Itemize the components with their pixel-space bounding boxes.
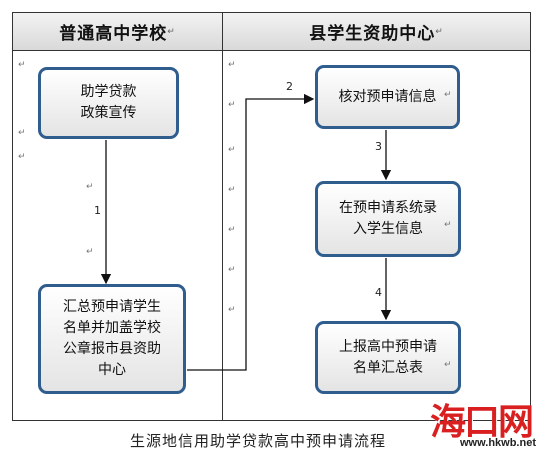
paragraph-mark: ↵ xyxy=(18,60,26,70)
paragraph-mark: ↵ xyxy=(167,26,176,37)
paragraph-mark: ↵ xyxy=(228,225,236,235)
box-text-line: 名单汇总表 xyxy=(353,359,423,376)
paragraph-mark: ↵ xyxy=(86,182,94,192)
arrow-2 xyxy=(187,93,315,371)
paragraph-mark: ↵ xyxy=(444,90,452,100)
paragraph-mark: ↵ xyxy=(444,220,452,230)
paragraph-mark: ↵ xyxy=(228,305,236,315)
paragraph-mark: ↵ xyxy=(18,128,26,138)
diagram-caption: 生源地信用助学贷款高中预申请流程 xyxy=(130,432,387,450)
box-policy-publicity: 助学贷款 政策宣传 xyxy=(38,67,179,139)
column-title-school: 普通高中学校 xyxy=(59,24,168,44)
box-text-line: 助学贷款 xyxy=(80,84,137,100)
paragraph-mark: ↵ xyxy=(86,247,94,257)
box-text-line: 入学生信息 xyxy=(353,221,423,237)
step-label-4: 4 xyxy=(375,286,382,299)
step-label-3: 3 xyxy=(375,140,382,153)
column-title-center: 县学生资助中心 xyxy=(309,24,436,44)
box-text-line: 政策宣传 xyxy=(80,105,137,121)
paragraph-mark: ↵ xyxy=(18,152,26,162)
box-text-line: 核对预申请信息 xyxy=(338,88,437,105)
column-header-center: 县学生资助中心↵ xyxy=(223,13,530,51)
box-text-line: 名单并加盖学校 xyxy=(63,320,161,336)
box-text-line: 公章报市县资助 xyxy=(63,341,161,357)
column-header-school: 普通高中学校↵ xyxy=(13,13,222,51)
box-verify-info: 核对预申请信息 xyxy=(315,65,460,129)
paragraph-mark: ↵ xyxy=(444,360,452,370)
box-text-line: 中心 xyxy=(98,362,126,378)
watermark-url: www.hkwb.net xyxy=(460,437,536,449)
paragraph-mark: ↵ xyxy=(228,185,236,195)
paragraph-mark: ↵ xyxy=(435,26,444,37)
box-text-line: 在预申请系统录 xyxy=(339,200,437,216)
paragraph-mark: ↵ xyxy=(228,100,236,110)
step-label-2: 2 xyxy=(286,80,293,93)
column-divider xyxy=(222,13,223,420)
box-enter-info: 在预申请系统录 入学生信息 xyxy=(315,181,461,257)
paragraph-mark: ↵ xyxy=(228,145,236,155)
paragraph-mark: ↵ xyxy=(228,265,236,275)
box-text-line: 上报高中预申请 xyxy=(339,338,437,355)
watermark-logo: 海口网 xyxy=(430,401,534,443)
paragraph-mark: ↵ xyxy=(228,60,236,70)
box-summary-list: 汇总预申请学生 名单并加盖学校 公章报市县资助 中心 xyxy=(38,284,186,394)
box-text-line: 汇总预申请学生 xyxy=(63,299,161,315)
box-report-summary: 上报高中预申请 名单汇总表 xyxy=(315,321,461,394)
step-label-1: 1 xyxy=(94,204,101,217)
